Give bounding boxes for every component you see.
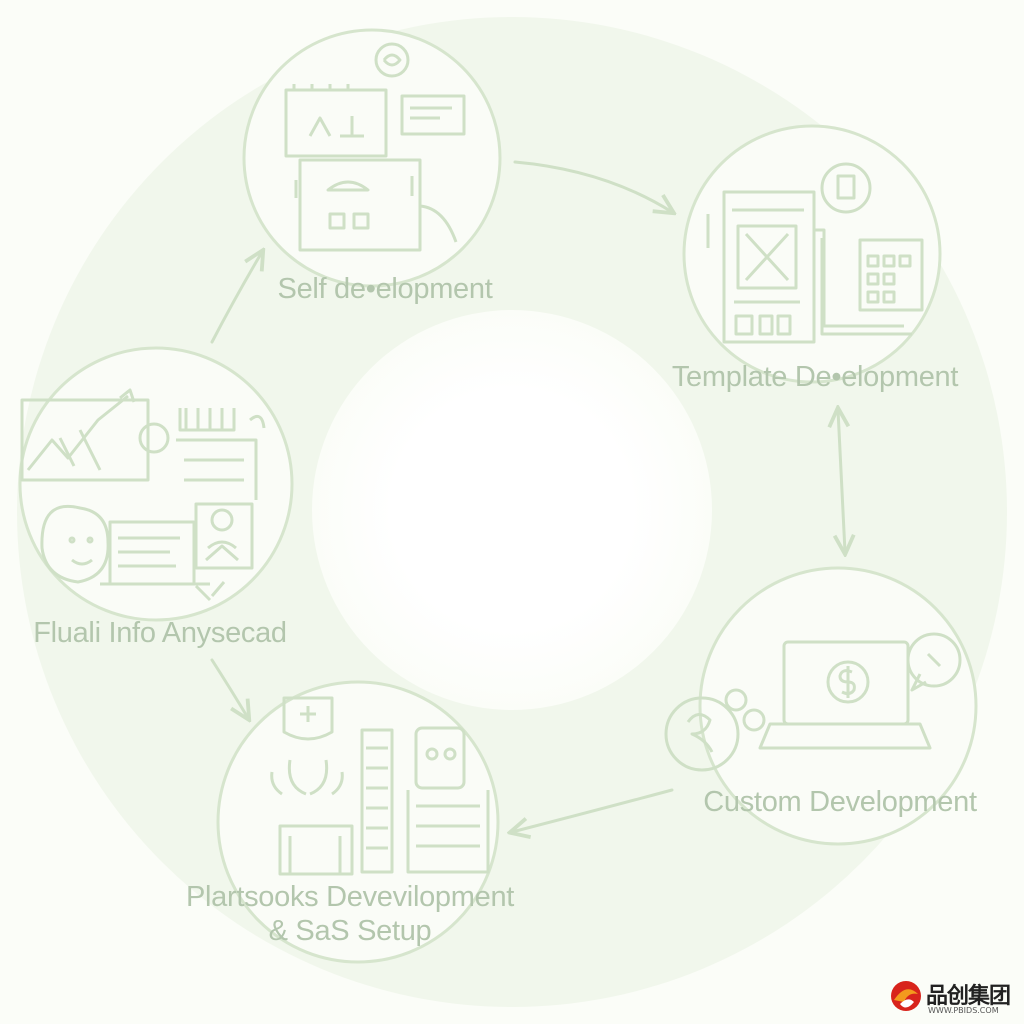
platform-robot-icon — [270, 696, 490, 876]
label-platform-line1: Plartsooks Devevilopment — [185, 881, 515, 913]
center-halo — [312, 310, 712, 710]
office-devices-icon — [284, 42, 466, 252]
brand-logo-mark — [891, 981, 921, 1011]
label-template-development: Template De•elopment — [671, 361, 959, 393]
template-layout-icon — [706, 162, 924, 344]
arrow-fluali-to-platform — [210, 658, 248, 718]
label-fluali-info: Fluali Info Anysecad — [33, 617, 287, 649]
arrow-self-to-template — [513, 160, 672, 212]
analytics-person-icon — [20, 388, 266, 602]
brand-logo-url: WWW.PBIDS.COM — [928, 1006, 999, 1015]
label-custom-development: Custom Development — [703, 786, 977, 818]
stage-circle-template — [682, 124, 942, 384]
brand-logo: 品创集团 WWW.PBIDS.COM — [888, 976, 1018, 1020]
stage-circle-fluali — [18, 346, 294, 622]
laptop-dollar-icon — [664, 632, 962, 772]
arrow-custom-to-platform — [512, 788, 674, 832]
brand-logo-name: 品创集团 — [926, 984, 1011, 1009]
label-self-development: Self de•elopment — [277, 273, 493, 305]
stage-circle-self — [242, 28, 502, 288]
arrow-fluali-to-self — [210, 252, 262, 344]
arrow-template-custom — [838, 410, 845, 552]
stage-circle-custom — [698, 566, 978, 846]
label-platform-development: Plartsooks Devevilopment & SaS Setup — [150, 880, 550, 948]
label-platform-line2: & SaS Setup — [268, 915, 432, 947]
